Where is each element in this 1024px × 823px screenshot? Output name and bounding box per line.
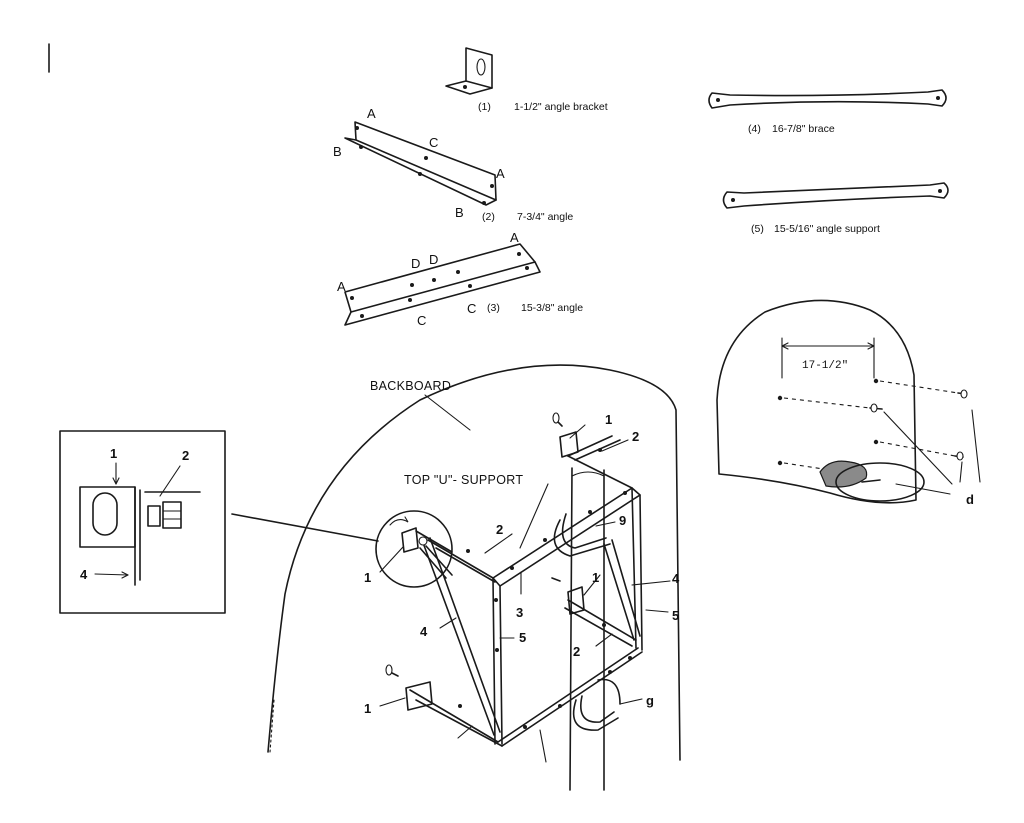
callout-2-top: 2 bbox=[632, 429, 639, 444]
callout-5-left: 5 bbox=[519, 630, 526, 645]
callout-g: g bbox=[646, 693, 654, 708]
part-4-description: 16-7/8" brace bbox=[772, 123, 835, 135]
callout-2-middle: 2 bbox=[573, 644, 580, 659]
part-3-angle bbox=[344, 243, 541, 326]
bracket-inset-detail bbox=[59, 430, 226, 614]
callout-2-front: 2 bbox=[496, 522, 503, 537]
part-5-number: (5) bbox=[751, 223, 764, 235]
part-5-description: 15-5/16" angle support bbox=[774, 223, 880, 235]
part-2-angle bbox=[344, 121, 497, 206]
part-3-letter-c-bottom: C bbox=[417, 313, 426, 328]
part-3-letter-c-right: C bbox=[467, 301, 476, 316]
callout-9: 9 bbox=[619, 513, 626, 528]
part-2-description: 7-3/4" angle bbox=[517, 211, 573, 223]
part-4-number: (4) bbox=[748, 123, 761, 135]
part-2-letter-a-right: A bbox=[496, 166, 505, 181]
part-1-angle-bracket bbox=[445, 47, 493, 95]
inset-callout-1: 1 bbox=[110, 446, 117, 461]
inset-connector-line bbox=[231, 513, 379, 542]
part-3-description: 15-3/8" angle bbox=[521, 302, 583, 314]
callout-1-middle: 1 bbox=[592, 570, 599, 585]
part-2-number: (2) bbox=[482, 211, 495, 223]
inset-callout-4: 4 bbox=[80, 567, 88, 582]
callout-3: 3 bbox=[516, 605, 523, 620]
callout-5-right: 5 bbox=[672, 608, 679, 623]
part-3-letter-d-1: D bbox=[411, 256, 420, 271]
part-3-letter-a-left: A bbox=[337, 279, 346, 294]
callout-1-circle: 1 bbox=[364, 570, 371, 585]
part-3-letter-d-2: D bbox=[429, 252, 438, 267]
part-5-angle-support bbox=[722, 182, 949, 209]
top-u-support-label: TOP "U"- SUPPORT bbox=[404, 473, 523, 487]
part-2-letter-b-left: B bbox=[333, 144, 342, 159]
hole-callout-d: d bbox=[966, 492, 974, 507]
dimension-label: 17-1/2" bbox=[802, 360, 848, 372]
backboard-hole-detail bbox=[716, 299, 981, 504]
callout-4-right: 4 bbox=[672, 571, 680, 586]
part-2-letter-a-top: A bbox=[367, 106, 376, 121]
part-2-letter-c: C bbox=[429, 135, 438, 150]
part-3-number: (3) bbox=[487, 302, 500, 314]
callout-1-top: 1 bbox=[605, 412, 612, 427]
part-3-letter-a-right: A bbox=[510, 230, 519, 245]
part-2-letter-b-bottom: B bbox=[455, 205, 464, 220]
part-1-number: (1) bbox=[478, 101, 491, 113]
part-1-description: 1-1/2" angle bracket bbox=[514, 101, 608, 113]
main-assembly bbox=[267, 364, 681, 791]
backboard bbox=[267, 364, 681, 761]
callout-4-left: 4 bbox=[420, 624, 428, 639]
backboard-label: BACKBOARD bbox=[370, 379, 451, 393]
part-4-brace bbox=[708, 89, 947, 109]
inset-callout-2: 2 bbox=[182, 448, 189, 463]
callout-1-bottom: 1 bbox=[364, 701, 371, 716]
